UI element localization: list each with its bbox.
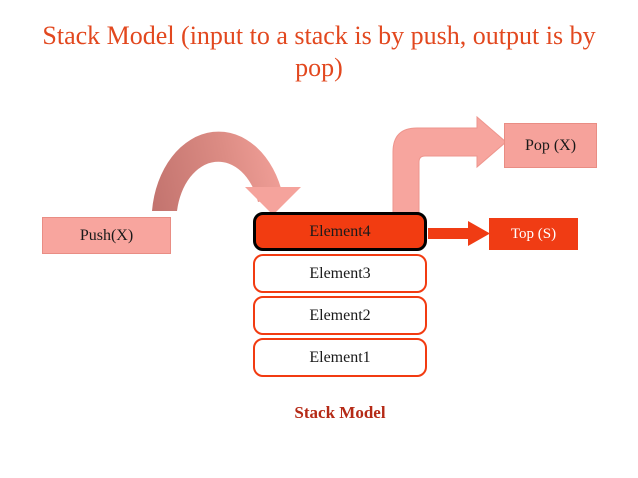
stack: Element4 Element3 Element2 Element1 [253, 212, 427, 380]
pop-box: Pop (X) [504, 123, 597, 168]
stack-item-label: Element3 [309, 264, 371, 282]
pop-elbow-arrow [392, 115, 507, 217]
push-box: Push(X) [42, 217, 171, 254]
stack-item-label: Element1 [309, 348, 371, 366]
stack-item-element1: Element1 [253, 338, 427, 377]
push-arc-arrow [152, 131, 301, 215]
stack-item-label: Element4 [309, 222, 371, 240]
top-box: Top (S) [489, 218, 578, 250]
push-label: Push(X) [79, 226, 134, 244]
stack-item-element4: Element4 [253, 212, 427, 251]
slide-title: Stack Model (input to a stack is by push… [42, 21, 596, 82]
pop-label: Pop (X) [524, 136, 577, 154]
stack-item-element3: Element3 [253, 254, 427, 293]
stack-item-element2: Element2 [253, 296, 427, 335]
diagram-caption: Stack Model [294, 403, 386, 422]
stack-item-label: Element2 [309, 306, 371, 324]
top-label: Top (S) [510, 225, 557, 242]
top-pointer-arrow [428, 221, 490, 246]
